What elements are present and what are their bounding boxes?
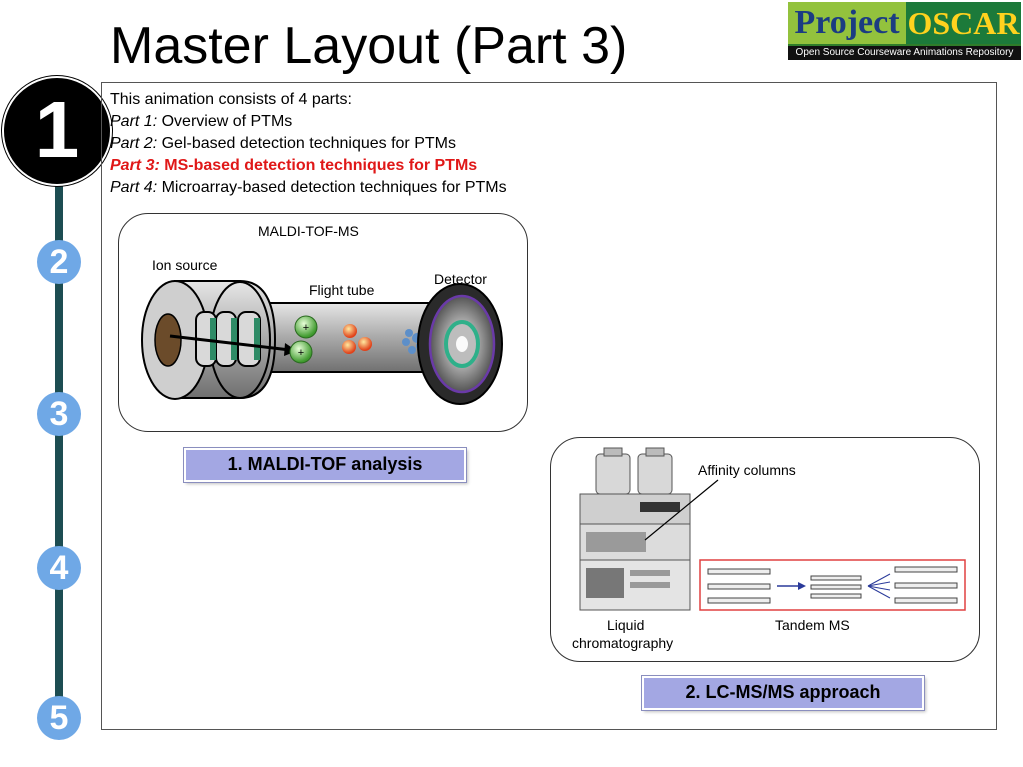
chromatography-label: chromatography <box>572 635 674 651</box>
logo-project-word: Project <box>788 2 906 44</box>
step-3-button[interactable]: 3 <box>37 392 81 436</box>
detector-label: Detector <box>434 271 487 287</box>
part-2-text: Gel-based detection techniques for PTMs <box>161 135 456 152</box>
logo-subtitle: Open Source Courseware Animations Reposi… <box>788 46 1021 60</box>
parts-list: This animation consists of 4 parts: Part… <box>110 89 507 199</box>
ion-source-label: Ion source <box>152 257 218 273</box>
step-2-button[interactable]: 2 <box>37 240 81 284</box>
part-4-item: Part 4: Microarray-based detection techn… <box>110 177 507 199</box>
step-5-button[interactable]: 5 <box>37 696 81 740</box>
part-2-item: Part 2: Gel-based detection techniques f… <box>110 133 507 155</box>
part-3-prefix: Part 3: <box>110 157 160 174</box>
svg-text:+: + <box>303 322 309 334</box>
maldi-tof-analysis-button[interactable]: 1. MALDI-TOF analysis <box>184 448 466 482</box>
step-4-button[interactable]: 4 <box>37 546 81 590</box>
step-1-active[interactable]: 1 <box>2 76 112 186</box>
part-1-text: Overview of PTMs <box>161 113 293 130</box>
part-2-prefix: Part 2: <box>110 135 158 152</box>
part-4-prefix: Part 4: <box>110 179 158 196</box>
logo-oscar-word: OSCAR <box>906 2 1021 44</box>
part-3-item: Part 3: MS-based detection techniques fo… <box>110 155 507 177</box>
tandem-ms-label: Tandem MS <box>775 617 850 633</box>
page-title: Master Layout (Part 3) <box>110 17 628 75</box>
liquid-label: Liquid <box>607 617 645 633</box>
part-1-prefix: Part 1: <box>110 113 158 130</box>
content-frame <box>101 82 997 730</box>
maldi-title: MALDI-TOF-MS <box>258 223 359 239</box>
svg-text:+: + <box>298 347 304 359</box>
part-3-text: MS-based detection techniques for PTMs <box>164 157 478 174</box>
lc-ms-ms-approach-button[interactable]: 2. LC-MS/MS approach <box>642 676 924 710</box>
parts-heading: This animation consists of 4 parts: <box>110 91 352 108</box>
flight-tube-label: Flight tube <box>309 282 375 298</box>
part-1-item: Part 1: Overview of PTMs <box>110 111 507 133</box>
affinity-columns-label: Affinity columns <box>698 462 796 478</box>
project-oscar-logo: Project OSCAR Open Source Courseware Ani… <box>788 2 1021 60</box>
part-4-text: Microarray-based detection techniques fo… <box>161 179 507 196</box>
